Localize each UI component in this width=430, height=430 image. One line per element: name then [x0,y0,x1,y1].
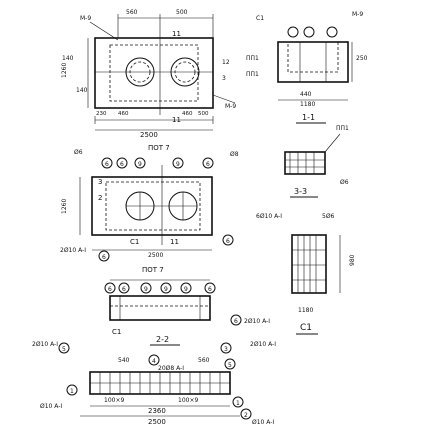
marker-2: 2 [244,412,248,419]
marker-5: 5 [62,346,66,353]
marker-9: 9 [164,286,168,293]
rebar-label: 20Ø8 A-I [158,365,184,372]
rebar-label: 2Ø10 A-I [32,341,58,348]
marker-6: 6 [122,286,126,293]
dim-text: 140 [62,55,74,62]
pot7-label: ПОТ 7 [142,266,164,274]
marker-3: 3 [224,346,228,353]
marker-9: 9 [138,161,142,168]
marker-6: 6 [208,286,212,293]
dim-text: 1260 [61,199,68,214]
mid-plan-outline [91,176,213,236]
section-title: 1-1 [302,113,315,122]
dim-text: 540 [118,357,130,364]
marker-6: 6 [234,318,238,325]
c1-label: C1 [300,323,312,333]
c1-label: C1 [112,328,121,336]
dim-text: 2500 [140,131,158,139]
dim-text: 560 [198,357,210,364]
section-mark: 11 [172,30,181,38]
marker-12: 12 [222,59,230,66]
section-1-1-outline [277,41,349,83]
section-mark: 2 [98,194,102,202]
section-mark: 3 [98,178,102,186]
rebar-label: 5Ø6 [322,213,335,220]
marker-1: 1 [70,388,74,395]
marker-6: 6 [108,286,112,293]
section-1-1: C1 M-9 440 1180 ПП1 ПП1 250 1-1 [246,11,368,124]
dim-text: 1260 [61,63,68,78]
dim-text: 2360 [148,407,166,415]
middle-plan-view: ПОТ 7 Ø6 Ø8 1260 3 2 6 6 9 9 6 6 6 C1 11… [60,144,239,262]
section-title: 3-3 [294,187,307,196]
dim-text: 500 [176,9,188,16]
rebar-label: Ø10 A-I [40,403,62,410]
pot7-label: ПОТ 7 [148,144,170,152]
dim-text: 250 [356,55,368,62]
m9-label: M-9 [225,103,236,110]
marker-9: 9 [184,286,188,293]
dim-text: Ø6 [74,149,83,156]
dim-text: 230 [96,111,107,117]
top-plan-outline [94,37,214,109]
marker-3: 3 [222,75,226,82]
marker-9: 9 [144,286,148,293]
dim-text: 460 [118,111,129,117]
dim-text: 100×9 [104,397,124,404]
marker-9: 9 [176,161,180,168]
dim-text: 2500 [148,418,166,426]
marker-6: 6 [206,161,210,168]
rebar-label: Ø10 A-I [252,419,274,426]
m9-label: M-9 [80,15,91,22]
bottom-elevation: 2Ø10 A-I 2Ø10 A-I 5 3 4 5 540 560 20Ø8 A… [32,341,276,426]
dim-text: 560 [126,9,138,16]
marker-4: 4 [152,358,156,365]
lower-elevation: ПОТ 7 6 6 9 9 9 6 6 2Ø10 A-I C1 2-2 [104,266,270,346]
dim-text: 1180 [298,307,313,314]
dim-text: 980 [349,254,356,266]
marker-6: 6 [102,254,106,261]
rebar-label: 6Ø10 A-I [256,213,282,220]
pp1-label: ПП1 [246,55,259,62]
rebar-label: 2Ø10 A-I [250,341,276,348]
rebar-label: 2Ø10 A-I [244,318,270,325]
marker-5: 5 [228,362,232,369]
section-title: 2-2 [156,335,169,344]
dim-text: 140 [76,87,88,94]
dim-text: Ø6 [340,179,349,186]
pp1-label: ПП1 [246,71,259,78]
marker-6: 6 [105,161,109,168]
section-3-3: ПП1 Ø6 3-3 [284,125,349,198]
dim-text: 460 [182,111,193,117]
c1-label: C1 [256,15,264,22]
detail-c1: 6Ø10 A-I 5Ø6 980 1180 C1 [256,213,356,335]
dim-text: 440 [300,91,312,98]
c1-label: C1 [130,238,139,246]
top-plan-view: 560 500 M-9 140 1260 140 11 11 230 460 4… [61,9,236,139]
dim-text: 100×9 [178,397,198,404]
dim-text: Ø8 [230,151,239,158]
dim-text: 1180 [300,101,315,108]
dim-text: 2500 [148,252,163,259]
section-mark: 11 [170,238,179,246]
marker-6: 6 [120,161,124,168]
marker-6: 6 [226,238,230,245]
m9-label: M-9 [352,11,363,18]
marker-1: 1 [236,400,240,407]
rebar-label: 2Ø10 A-I [60,247,86,254]
pp1-label: ПП1 [336,125,349,132]
dim-text: 500 [198,111,209,117]
